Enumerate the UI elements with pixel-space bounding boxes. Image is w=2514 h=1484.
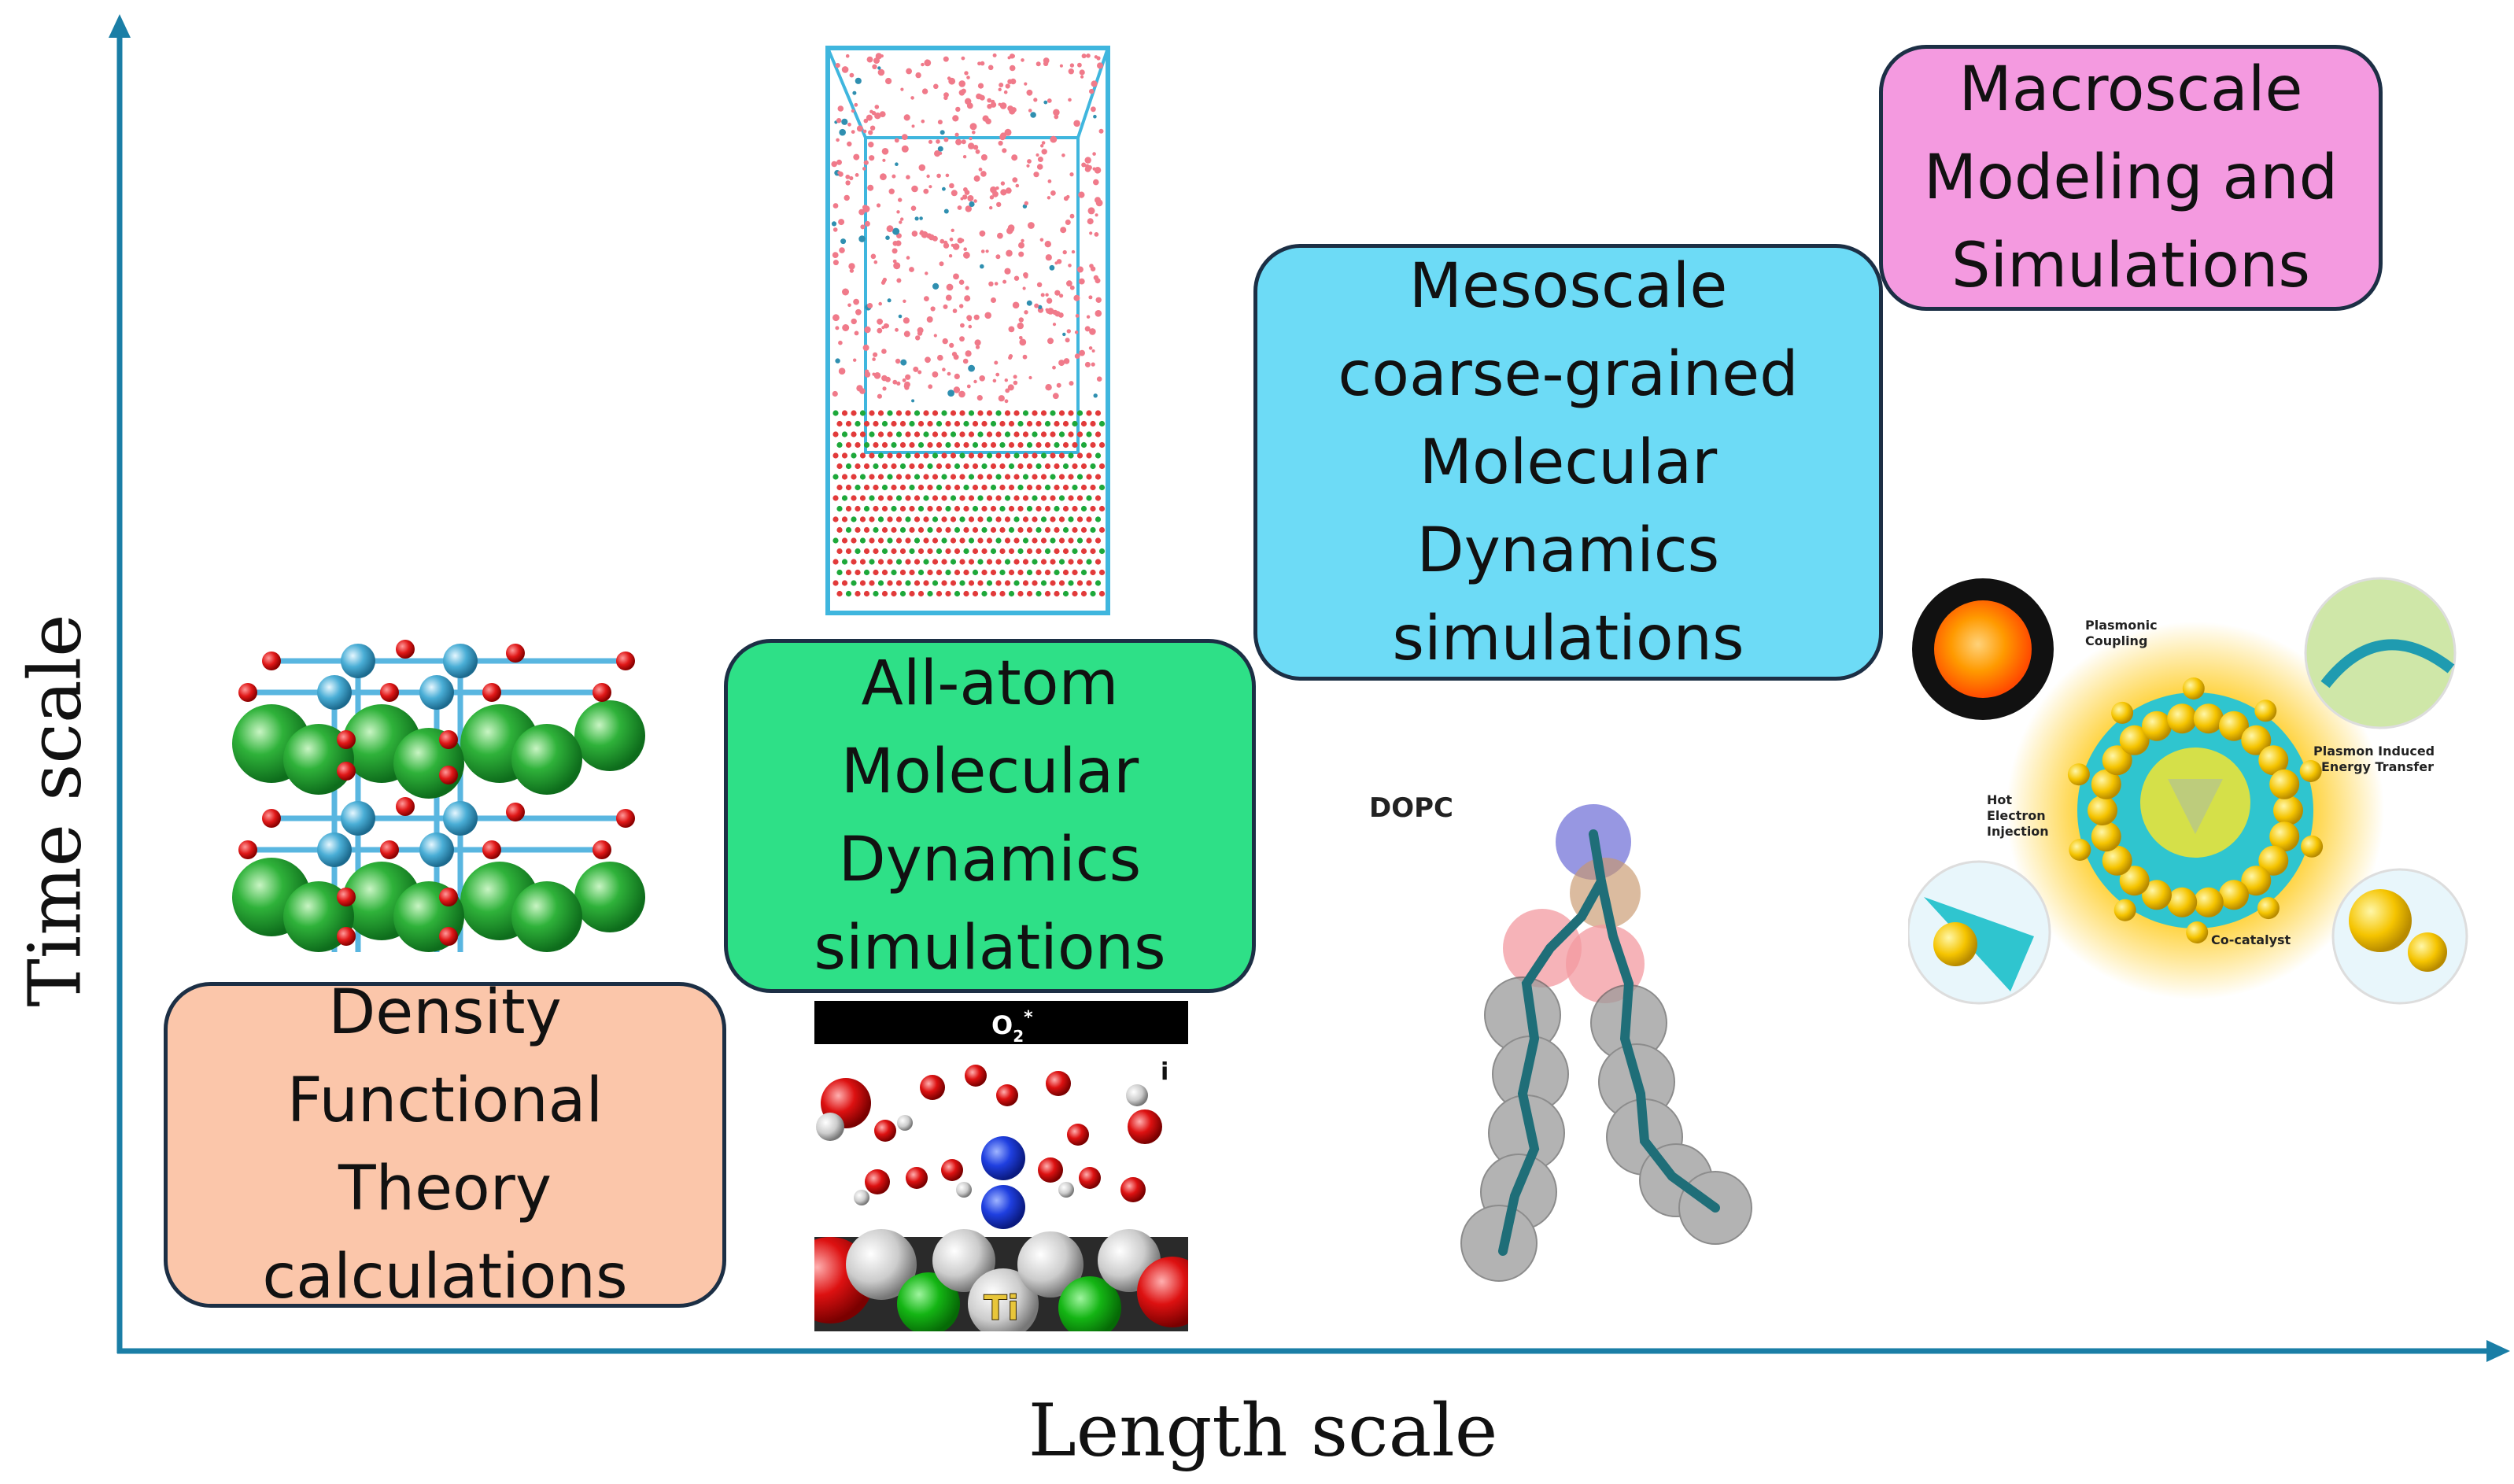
surface-species-label: O2* [991, 1008, 1033, 1046]
dft-line-2: Functional [286, 1065, 604, 1136]
surface-snapshot-image: O2* i Ti [814, 1001, 1188, 1331]
x-axis-arrow [2486, 1340, 2510, 1362]
meso-line-2: coarse-grained [1338, 338, 1799, 410]
dopc-label: DOPC [1369, 792, 1453, 824]
meso-line-4: Dynamics [1416, 515, 1720, 586]
macro-line-1: Macroscale [1958, 54, 2303, 125]
mesoscale-md-box: Mesoscale coarse-grained Molecular Dynam… [1253, 244, 1883, 681]
dft-line-1: Density [328, 977, 562, 1048]
surface-panel-label: i [1161, 1058, 1168, 1086]
allatom-line-1: All-atom [861, 648, 1119, 719]
macro-line-2: Modeling and [1923, 142, 2339, 213]
dft-line-3: Theory [338, 1154, 552, 1224]
md-simulation-box-image [825, 46, 1110, 615]
cocatalyst-label: Co-catalyst [2211, 932, 2291, 947]
allatom-line-3: Dynamics [838, 825, 1142, 895]
dft-box: Density Functional Theory calculations [164, 977, 726, 1312]
crystal-structure-image [232, 640, 645, 952]
y-axis-label: Time scale [13, 614, 98, 1007]
dopc-lipid-image: DOPC [1369, 792, 1752, 1282]
meso-line-3: Molecular [1419, 426, 1718, 498]
metal-label: Ti [984, 1288, 1019, 1328]
meso-line-5: simulations [1392, 603, 1744, 674]
y-axis-arrow [109, 14, 131, 38]
macro-line-3: Simulations [1951, 231, 2311, 301]
allatom-line-2: Molecular [840, 736, 1139, 807]
allatom-line-4: simulations [814, 913, 1166, 984]
dft-line-4: calculations [262, 1242, 628, 1312]
x-axis-label: Length scale [1028, 1388, 1498, 1473]
meso-line-1: Mesoscale [1408, 250, 1728, 322]
all-atom-md-box: All-atom Molecular Dynamics simulations [724, 639, 1256, 993]
macroscale-box: Macroscale Modeling and Simulations [1879, 45, 2383, 311]
